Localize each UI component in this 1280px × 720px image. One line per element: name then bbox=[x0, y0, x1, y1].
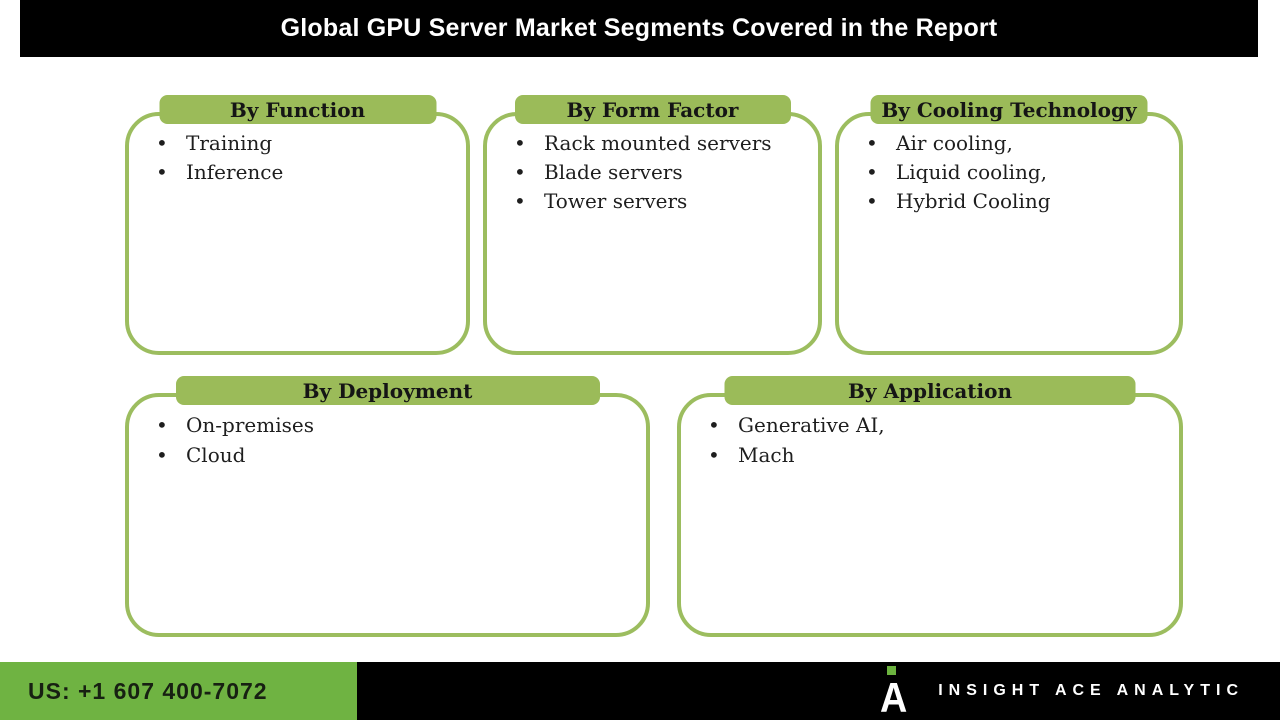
list-item: Hybrid Cooling bbox=[839, 187, 1179, 216]
logo-green-square-icon bbox=[887, 666, 897, 675]
insight-ace-logo-icon: A bbox=[880, 665, 912, 720]
segment-header-label: By Deployment bbox=[302, 378, 473, 403]
segment-box-application: By Application Generative AI, Mach bbox=[677, 376, 1183, 637]
logo-letter-a: A bbox=[880, 674, 908, 720]
list-item: Inference bbox=[129, 158, 466, 187]
phone-number: US: +1 607 400-7072 bbox=[28, 677, 268, 704]
footer-phone-box: US: +1 607 400-7072 bbox=[0, 662, 357, 720]
list-item: Tower servers bbox=[487, 187, 818, 216]
list-item: Mach bbox=[681, 440, 1179, 470]
list-item: Blade servers bbox=[487, 158, 818, 187]
list-item: Generative AI, bbox=[681, 410, 1179, 440]
segment-header-label: By Function bbox=[229, 97, 366, 122]
segment-box-function: By Function Training Inference bbox=[125, 95, 470, 355]
list-item: Cloud bbox=[129, 440, 646, 470]
page-title: Global GPU Server Market Segments Covere… bbox=[280, 14, 998, 42]
segment-header-label: By Cooling Technology bbox=[881, 97, 1137, 122]
list-item: Air cooling, bbox=[839, 129, 1179, 158]
segment-box-cooling-technology: By Cooling Technology Air cooling, Liqui… bbox=[835, 95, 1183, 355]
segment-box-deployment: By Deployment On-premises Cloud bbox=[125, 376, 650, 637]
segment-header-function: By Function bbox=[159, 95, 436, 124]
segment-list-cooling-technology: Air cooling, Liquid cooling, Hybrid Cool… bbox=[839, 116, 1179, 216]
list-item: On-premises bbox=[129, 410, 646, 440]
brand-name: INSIGHT ACE ANALYTIC bbox=[938, 682, 1244, 699]
footer-brand-bar: A INSIGHT ACE ANALYTIC bbox=[357, 662, 1280, 720]
segment-header-deployment: By Deployment bbox=[175, 376, 600, 405]
list-item: Rack mounted servers bbox=[487, 129, 818, 158]
segment-header-application: By Application bbox=[724, 376, 1136, 405]
segment-header-label: By Application bbox=[847, 378, 1013, 403]
title-bar: Global GPU Server Market Segments Covere… bbox=[20, 0, 1258, 57]
segment-header-label: By Form Factor bbox=[566, 97, 739, 122]
segment-list-deployment: On-premises Cloud bbox=[129, 397, 646, 470]
segment-list-function: Training Inference bbox=[129, 116, 466, 187]
segment-list-application: Generative AI, Mach bbox=[681, 397, 1179, 470]
list-item: Training bbox=[129, 129, 466, 158]
segment-header-cooling-technology: By Cooling Technology bbox=[870, 95, 1148, 124]
list-item: Liquid cooling, bbox=[839, 158, 1179, 187]
segment-box-form-factor: By Form Factor Rack mounted servers Blad… bbox=[483, 95, 822, 355]
segment-header-form-factor: By Form Factor bbox=[514, 95, 791, 124]
segment-list-form-factor: Rack mounted servers Blade servers Tower… bbox=[487, 116, 818, 216]
